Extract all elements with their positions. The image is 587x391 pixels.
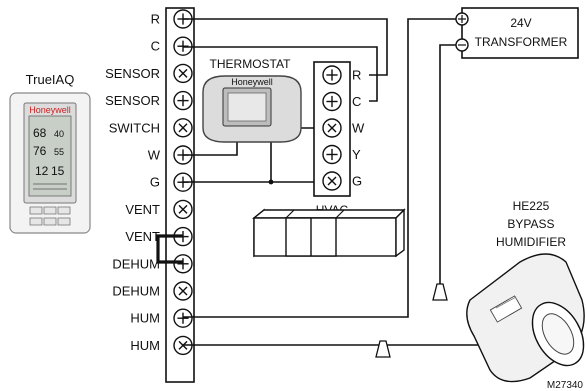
main-terminal-label-6: G — [150, 175, 160, 190]
device-button-4[interactable] — [29, 217, 43, 226]
main-terminals: RC SENSOR SENSOR SWITCH WG VENT VENT DEHUM DEHUM… — [105, 9, 193, 356]
main-terminal-label-8: VENT — [125, 229, 160, 244]
transformer-label-line2: TRANSFORMER — [475, 35, 568, 49]
trueiaq-brand: Honeywell — [29, 105, 71, 115]
device-button-3[interactable] — [57, 206, 71, 215]
humidifier-label-line3: HUMIDIFIER — [496, 235, 566, 249]
main-terminal-label-12: HUM — [130, 338, 160, 353]
main-terminal-label-7: VENT — [125, 202, 160, 217]
hvac-terminal-label-1: C — [352, 94, 361, 109]
lcd-value-2: 40 — [54, 129, 64, 139]
thermostat-brand: Honeywell — [231, 77, 273, 87]
hvac-terminal-label-4: G — [352, 174, 362, 189]
main-terminal-label-5: W — [148, 148, 161, 163]
humidifier-label-line2: BYPASS — [507, 217, 554, 231]
device-button-1[interactable] — [29, 206, 43, 215]
hvac-terminal-label-2: W — [352, 121, 365, 136]
main-terminal-label-11: HUM — [130, 311, 160, 326]
thermostat: THERMOSTAT Honeywell — [202, 57, 302, 143]
device-button-5[interactable] — [43, 217, 57, 226]
humidifier: HE225 BYPASS HUMIDIFIER — [466, 199, 585, 383]
humidifier-label-line1: HE225 — [513, 199, 550, 213]
lcd-value-5: 12 — [35, 164, 49, 178]
main-terminal-label-4: SWITCH — [109, 120, 160, 135]
wire-connector-2 — [375, 340, 391, 358]
thermostat-label: THERMOSTAT — [210, 57, 292, 71]
device-button-2[interactable] — [43, 206, 57, 215]
trueiaq-device: TrueIAQ Honeywell 68 40 76 55 12 15 — [9, 72, 91, 234]
device-button-6[interactable] — [57, 217, 71, 226]
hvac-terminal-label-0: R — [352, 68, 361, 83]
main-terminal-label-1: C — [151, 39, 160, 54]
lcd-value-6: 15 — [51, 164, 65, 178]
main-terminal-label-3: SENSOR — [105, 93, 160, 108]
wire-connector-1 — [432, 283, 448, 301]
trueiaq-label: TrueIAQ — [26, 72, 75, 87]
hvac-duct — [252, 208, 406, 258]
lcd-value-3: 76 — [33, 144, 47, 158]
figure-id: M27340 — [547, 380, 584, 391]
transformer: 24V TRANSFORMER — [455, 7, 579, 59]
lcd-value-1: 68 — [33, 126, 47, 140]
main-terminal-label-0: R — [151, 12, 160, 27]
main-terminal-label-10: DEHUM — [112, 284, 160, 299]
main-terminal-label-2: SENSOR — [105, 66, 160, 81]
main-terminal-label-9: DEHUM — [112, 256, 160, 271]
lcd-value-4: 55 — [54, 147, 64, 157]
hvac-terminal-label-3: Y — [352, 147, 361, 162]
transformer-label-line1: 24V — [510, 16, 531, 30]
